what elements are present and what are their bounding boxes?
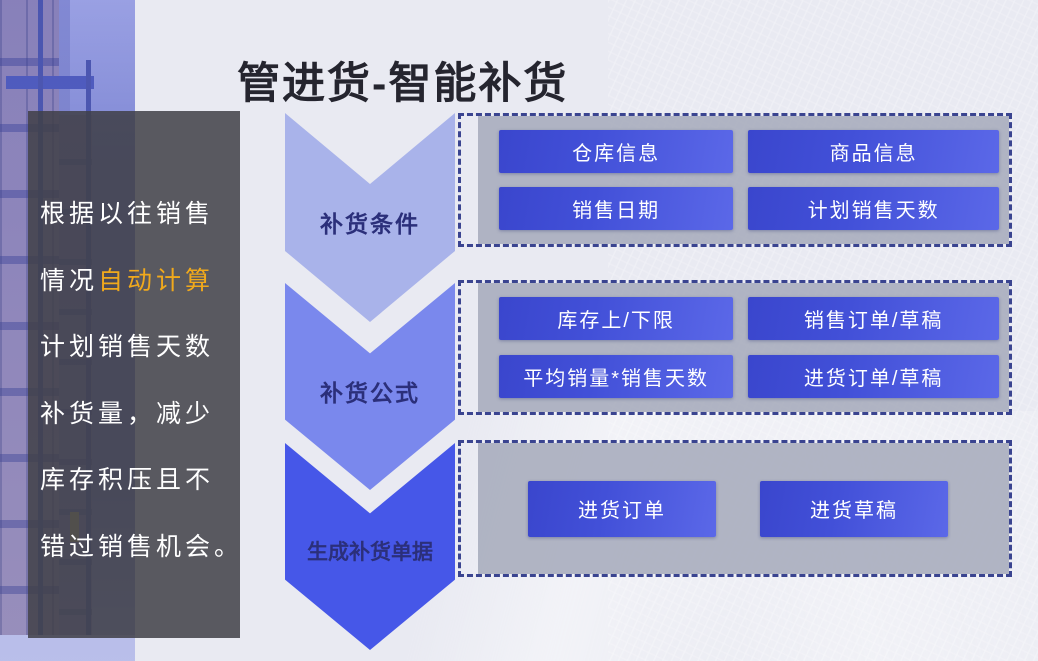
caption-text: 计划销售天数 xyxy=(40,333,215,361)
caption-text: 根据以往销售 xyxy=(40,200,215,228)
flow-step-panel-2: 库存上/下限销售订单/草稿平均销量*销售天数进货订单/草稿 xyxy=(458,280,1012,415)
caption-line: 计划销售天数 xyxy=(40,314,240,381)
flow-step-chevron-1: 补货条件 xyxy=(285,113,455,322)
item-chip: 进货订单/草稿 xyxy=(748,354,999,398)
caption-line: 情况自动计算 xyxy=(40,248,240,315)
flow-step-label: 补货公式 xyxy=(320,379,420,406)
flow-step-label: 补货条件 xyxy=(320,210,420,237)
photo-shelf-beam xyxy=(6,76,94,89)
panel-content: 进货订单进货草稿 xyxy=(461,443,1009,574)
photo-floor xyxy=(0,635,135,661)
caption-text: 补货量，减少 xyxy=(40,399,215,428)
photo-ceiling xyxy=(70,0,135,115)
caption-line: 根据以往销售 xyxy=(40,181,240,248)
item-chip: 销售日期 xyxy=(499,187,734,230)
panel-content: 仓库信息商品信息销售日期计划销售天数 xyxy=(461,116,1009,244)
caption-line: 错过销售机会。 xyxy=(40,514,240,581)
caption-text: 情况 xyxy=(40,266,99,295)
flow-step-panel-1: 仓库信息商品信息销售日期计划销售天数 xyxy=(458,113,1012,247)
caption-overlay-box: 根据以往销售情况自动计算计划销售天数补货量，减少库存积压且不错过销售机会。 xyxy=(28,111,240,638)
page-title: 管进货-智能补货 xyxy=(237,59,569,108)
item-chip: 平均销量*销售天数 xyxy=(499,354,734,398)
caption-text: 库存积压且不 xyxy=(40,466,215,494)
item-chip: 进货草稿 xyxy=(760,480,948,537)
caption-line: 补货量，减少 xyxy=(40,381,240,448)
flow-step-label: 生成补货单据 xyxy=(307,540,433,564)
item-chip: 库存上/下限 xyxy=(499,297,734,340)
item-chip: 计划销售天数 xyxy=(748,187,999,230)
flow-step-panel-3: 进货订单进货草稿 xyxy=(458,440,1012,577)
caption-highlight: 自动计算 xyxy=(98,266,215,295)
panel-content: 库存上/下限销售订单/草稿平均销量*销售天数进货订单/草稿 xyxy=(461,283,1009,412)
caption-line: 库存积压且不 xyxy=(40,447,240,514)
item-chip: 商品信息 xyxy=(748,130,999,173)
caption-text: 错过销售机会。 xyxy=(40,532,244,561)
photo-caption: 根据以往销售情况自动计算计划销售天数补货量，减少库存积压且不错过销售机会。 xyxy=(28,111,240,580)
item-chip: 销售订单/草稿 xyxy=(748,297,999,340)
item-chip: 仓库信息 xyxy=(499,130,734,173)
item-chip: 进货订单 xyxy=(528,480,716,537)
